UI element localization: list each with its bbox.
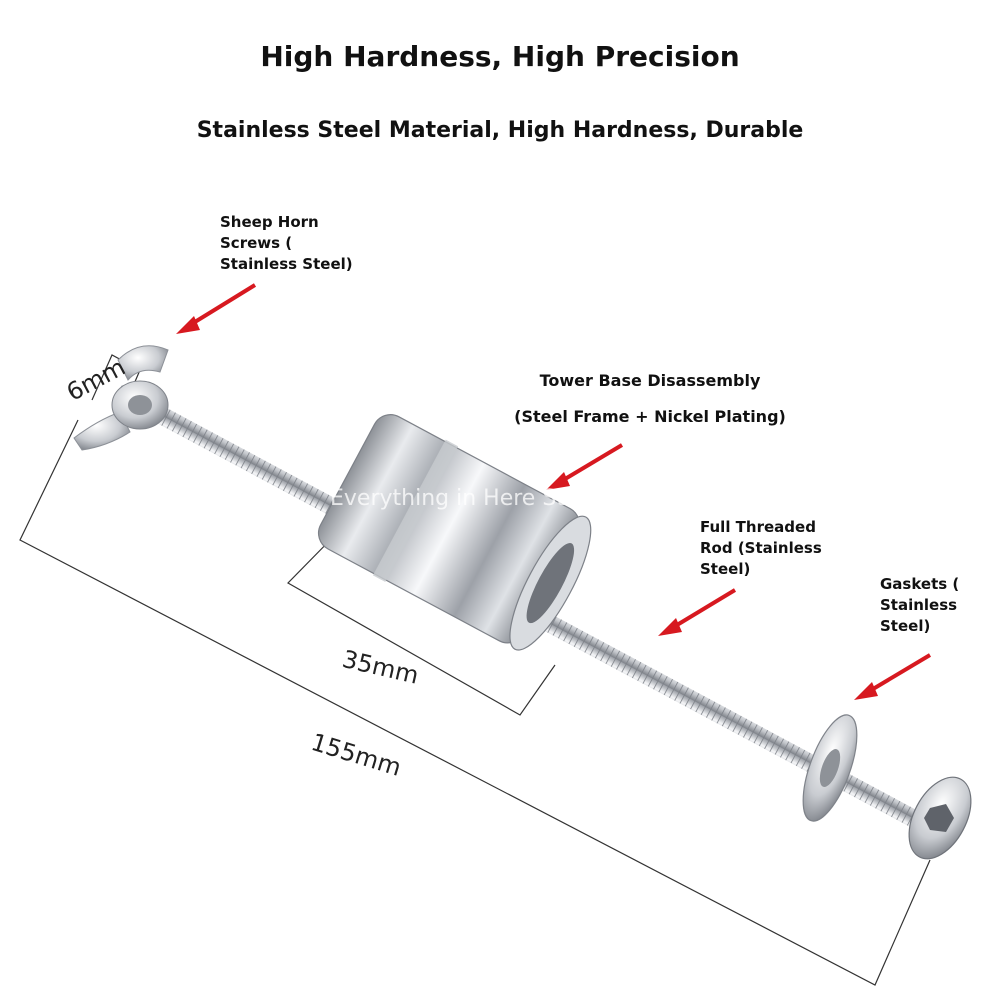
wing-nut xyxy=(73,345,169,451)
callout-gaskets-line1: Gaskets ( xyxy=(880,575,960,593)
callout-threaded-rod-line3: Steel) xyxy=(700,560,751,578)
tower-base xyxy=(317,414,592,651)
dim-line-155 xyxy=(19,419,931,986)
callout-tower-base-line2: (Steel Frame + Nickel Plating) xyxy=(514,407,786,426)
callout-sheep-horn-line3: Stainless Steel) xyxy=(220,255,353,273)
callout-gaskets: Gaskets ( Stainless Steel) xyxy=(880,574,959,637)
callout-arrows xyxy=(176,283,932,700)
arrow-threaded-rod xyxy=(658,588,737,636)
arrow-tower-base xyxy=(546,443,624,490)
callout-gaskets-line2: Stainless xyxy=(880,596,958,614)
page-title: High Hardness, High Precision xyxy=(260,40,740,73)
callout-tower-base: Tower Base Disassembly (Steel Frame + Ni… xyxy=(500,370,800,427)
gasket-washer xyxy=(802,714,858,822)
callout-sheep-horn-line2: Screws ( xyxy=(220,234,293,252)
page-subtitle: Stainless Steel Material, High Hardness,… xyxy=(196,118,804,143)
store-watermark: Everything in Here Store xyxy=(330,486,601,511)
callout-sheep-horn: Sheep Horn Screws ( Stainless Steel) xyxy=(220,212,353,275)
callout-threaded-rod-line1: Full Threaded xyxy=(700,518,816,536)
dimension-lines xyxy=(19,354,931,986)
callout-threaded-rod: Full Threaded Rod (Stainless Steel) xyxy=(700,517,822,580)
callout-tower-base-line1: Tower Base Disassembly xyxy=(539,371,761,390)
arrow-sheep-horn xyxy=(176,283,257,334)
callout-threaded-rod-line2: Rod (Stainless xyxy=(700,539,822,557)
callout-gaskets-line3: Steel) xyxy=(880,617,931,635)
arrow-gaskets xyxy=(854,653,932,700)
dim-line-35 xyxy=(287,529,556,716)
callout-sheep-horn-line1: Sheep Horn xyxy=(220,213,319,231)
socket-cap-screw-head xyxy=(908,776,972,860)
